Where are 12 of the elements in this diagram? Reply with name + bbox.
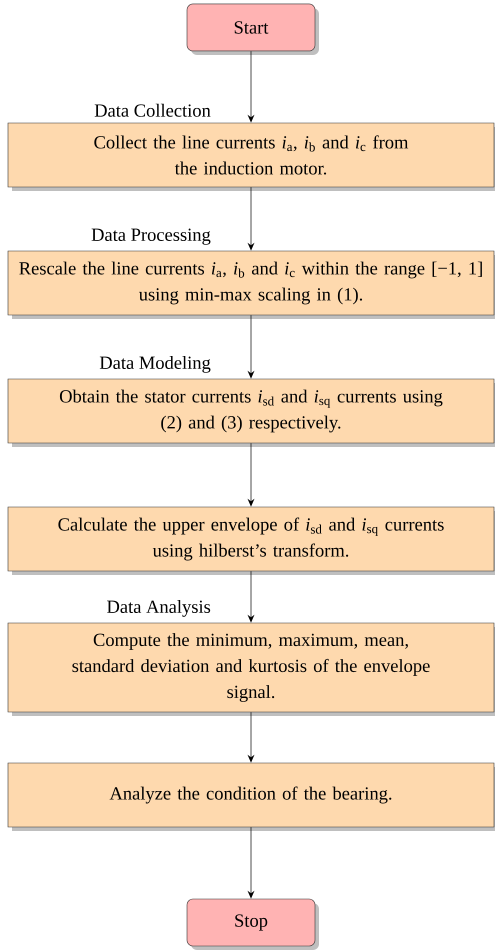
process-box: Rescale the line currents i$_{a}$, i$_{b}$ and i$_{c}$ within the range [−1, 1] using min-max scaling in (1). (8, 250, 495, 319)
process-box: Obtain the stator currents i$_{sd}$ and i$_{sq}$ currents using (2) and (3) respectively. (8, 378, 495, 447)
section-heading: Data Collection (94, 104, 211, 117)
terminal-box: Start (186, 4, 319, 55)
process-box: Analyze the condition of the bearing. (8, 762, 495, 831)
section-heading: Data Processing (92, 228, 210, 245)
process-box: Collect the line currents i$_{a}$, i$_{b}$ and i$_{c}$ from the induction motor. (8, 122, 495, 191)
process-box: Compute the minimum, maximum, mean, standard deviation and kurtosis of the envelope signal. (8, 622, 495, 716)
terminal-box: Stop (186, 898, 319, 950)
section-heading: Data Modeling (100, 356, 210, 373)
section-heading: Data Analysis (107, 600, 210, 617)
process-box: Calculate the upper envelope of i$_{sd}$ and i$_{sq}$ currents using hilberst’s transform. (8, 506, 495, 575)
